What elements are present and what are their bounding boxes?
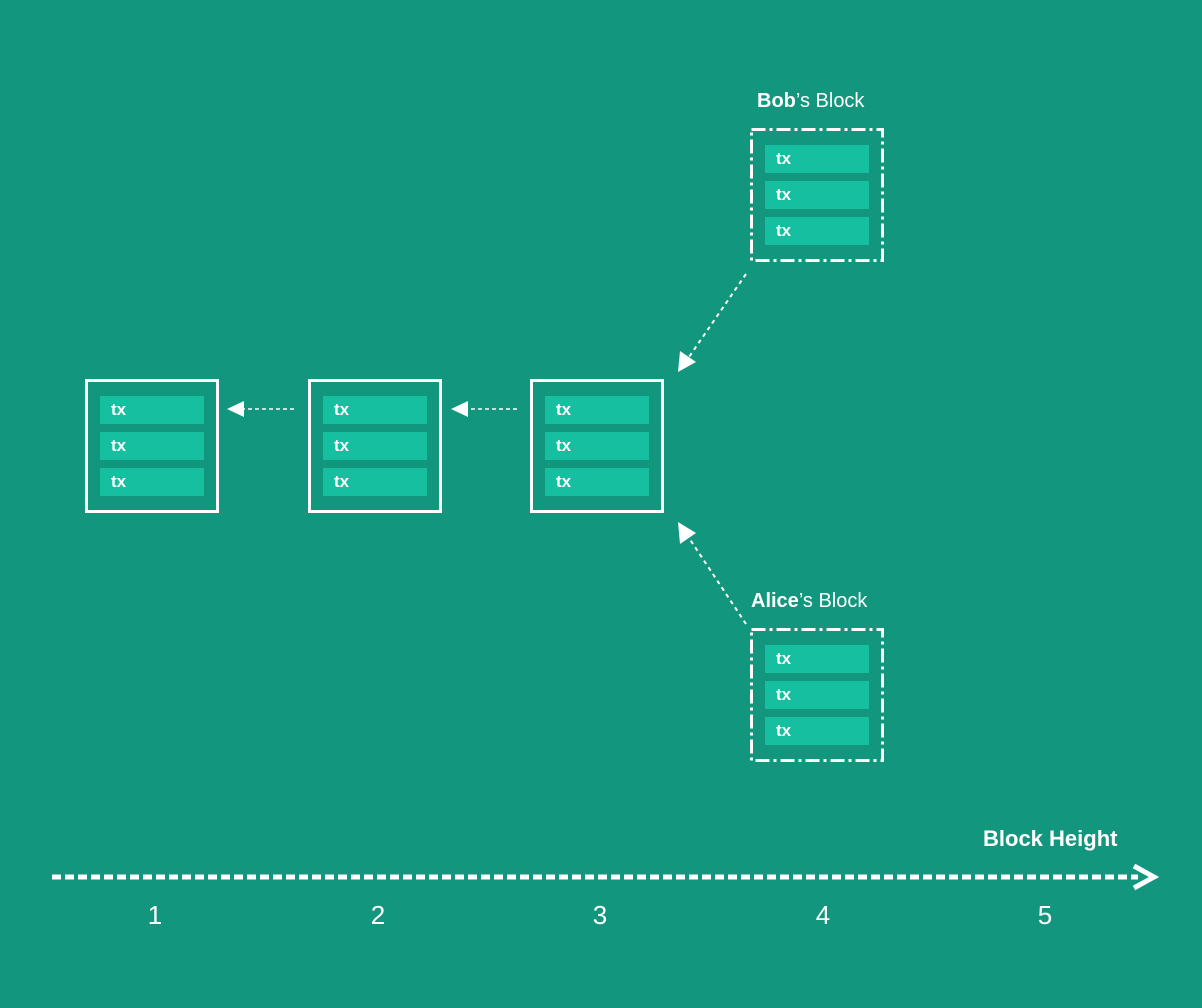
dash-dot-border — [750, 628, 884, 762]
axis-tick-label: 1 — [147, 900, 163, 930]
dash-dot-border — [750, 128, 884, 262]
axis-tick-label: 3 — [592, 900, 608, 930]
chain-block-3: tx tx tx — [530, 379, 664, 513]
axis-tick-label: 2 — [370, 900, 386, 930]
transaction-row: tx — [100, 468, 204, 496]
bob-block-suffix: ’s Block — [795, 90, 865, 112]
transaction-row: tx — [765, 717, 869, 745]
transaction-row: tx — [765, 145, 869, 173]
arrow-line-alice-to-3 — [688, 537, 747, 625]
chain-block-2: tx tx tx — [308, 379, 442, 513]
transaction-row: tx — [100, 432, 204, 460]
bob-block-caption: Bob’s Block — [757, 90, 864, 113]
transaction-row: tx — [545, 396, 649, 424]
arrowhead-2-to-1 — [227, 401, 244, 417]
transaction-row: tx — [765, 645, 869, 673]
alice-block-caption: Alice’s Block — [751, 590, 867, 613]
alice-owner-name: Alice — [751, 590, 799, 612]
bob-owner-name: Bob — [757, 90, 796, 112]
alice-fork-block: tx tx tx — [750, 628, 884, 762]
transaction-row: tx — [765, 217, 869, 245]
transaction-row: tx — [323, 468, 427, 496]
transaction-row: tx — [323, 396, 427, 424]
block-height-axis-arrowhead — [1132, 863, 1160, 891]
transaction-row: tx — [100, 396, 204, 424]
transaction-row: tx — [323, 432, 427, 460]
arrowhead-alice-to-3 — [678, 522, 696, 544]
block-height-axis-title: Block Height — [983, 826, 1118, 851]
chain-block-1: tx tx tx — [85, 379, 219, 513]
arrowhead-bob-to-3 — [678, 351, 696, 372]
transaction-row: tx — [545, 468, 649, 496]
axis-tick-label: 5 — [1037, 900, 1053, 930]
transaction-row: tx — [765, 181, 869, 209]
axis-tick-label: 4 — [815, 900, 831, 930]
arrowhead-3-to-2 — [451, 401, 468, 417]
transaction-row: tx — [765, 681, 869, 709]
transaction-row: tx — [545, 432, 649, 460]
arrow-line-bob-to-3 — [688, 273, 747, 358]
bob-fork-block: tx tx tx — [750, 128, 884, 262]
alice-block-suffix: ’s Block — [798, 590, 868, 612]
